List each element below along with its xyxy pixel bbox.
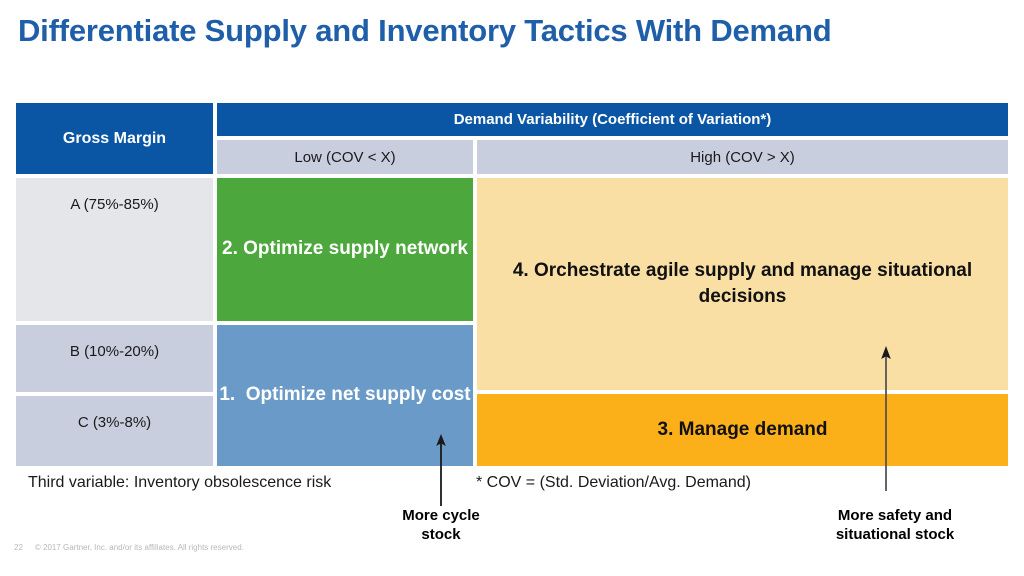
row-header-margin-a: A (75%-85%) [16, 178, 213, 321]
footnote-third-variable: Third variable: Inventory obsolescence r… [28, 474, 332, 491]
quadrant-manage-demand: 3. Manage demand [477, 394, 1008, 466]
demand-variability-matrix: Gross Margin Demand Variability (Coeffic… [16, 103, 1008, 466]
quadrant-orchestrate-agile-supply: 4. Orchestrate agile supply and manage s… [477, 178, 1008, 390]
slide-footer: 22 © 2017 Gartner, Inc. and/or its affil… [14, 543, 244, 552]
column-header-low-cov: Low (COV < X) [217, 140, 473, 174]
footnote-cov-definition: * COV = (Std. Deviation/Avg. Demand) [476, 474, 751, 491]
footer-copyright: © 2017 Gartner, Inc. and/or its affiliat… [34, 543, 244, 552]
callout-label-safety-stock: More safety and situational stock [835, 507, 955, 543]
quadrant-optimize-supply-network: 2. Optimize supply network [217, 178, 473, 321]
footer-page-number: 22 [14, 543, 23, 552]
demand-variability-header: Demand Variability (Coefficient of Varia… [217, 103, 1008, 136]
quadrant-optimize-net-supply-cost: 1. Optimize net supply cost [217, 325, 473, 466]
row-header-margin-c: C (3%-8%) [16, 396, 213, 466]
gross-margin-header: Gross Margin [16, 103, 213, 174]
page-title: Differentiate Supply and Inventory Tacti… [18, 13, 832, 48]
row-header-margin-b: B (10%-20%) [16, 325, 213, 392]
column-header-high-cov: High (COV > X) [477, 140, 1008, 174]
callout-label-cycle-stock: More cycle stock [402, 507, 480, 543]
up-arrow-icon-cycle-stock [436, 434, 446, 506]
up-arrow-icon-safety-stock [881, 346, 891, 491]
